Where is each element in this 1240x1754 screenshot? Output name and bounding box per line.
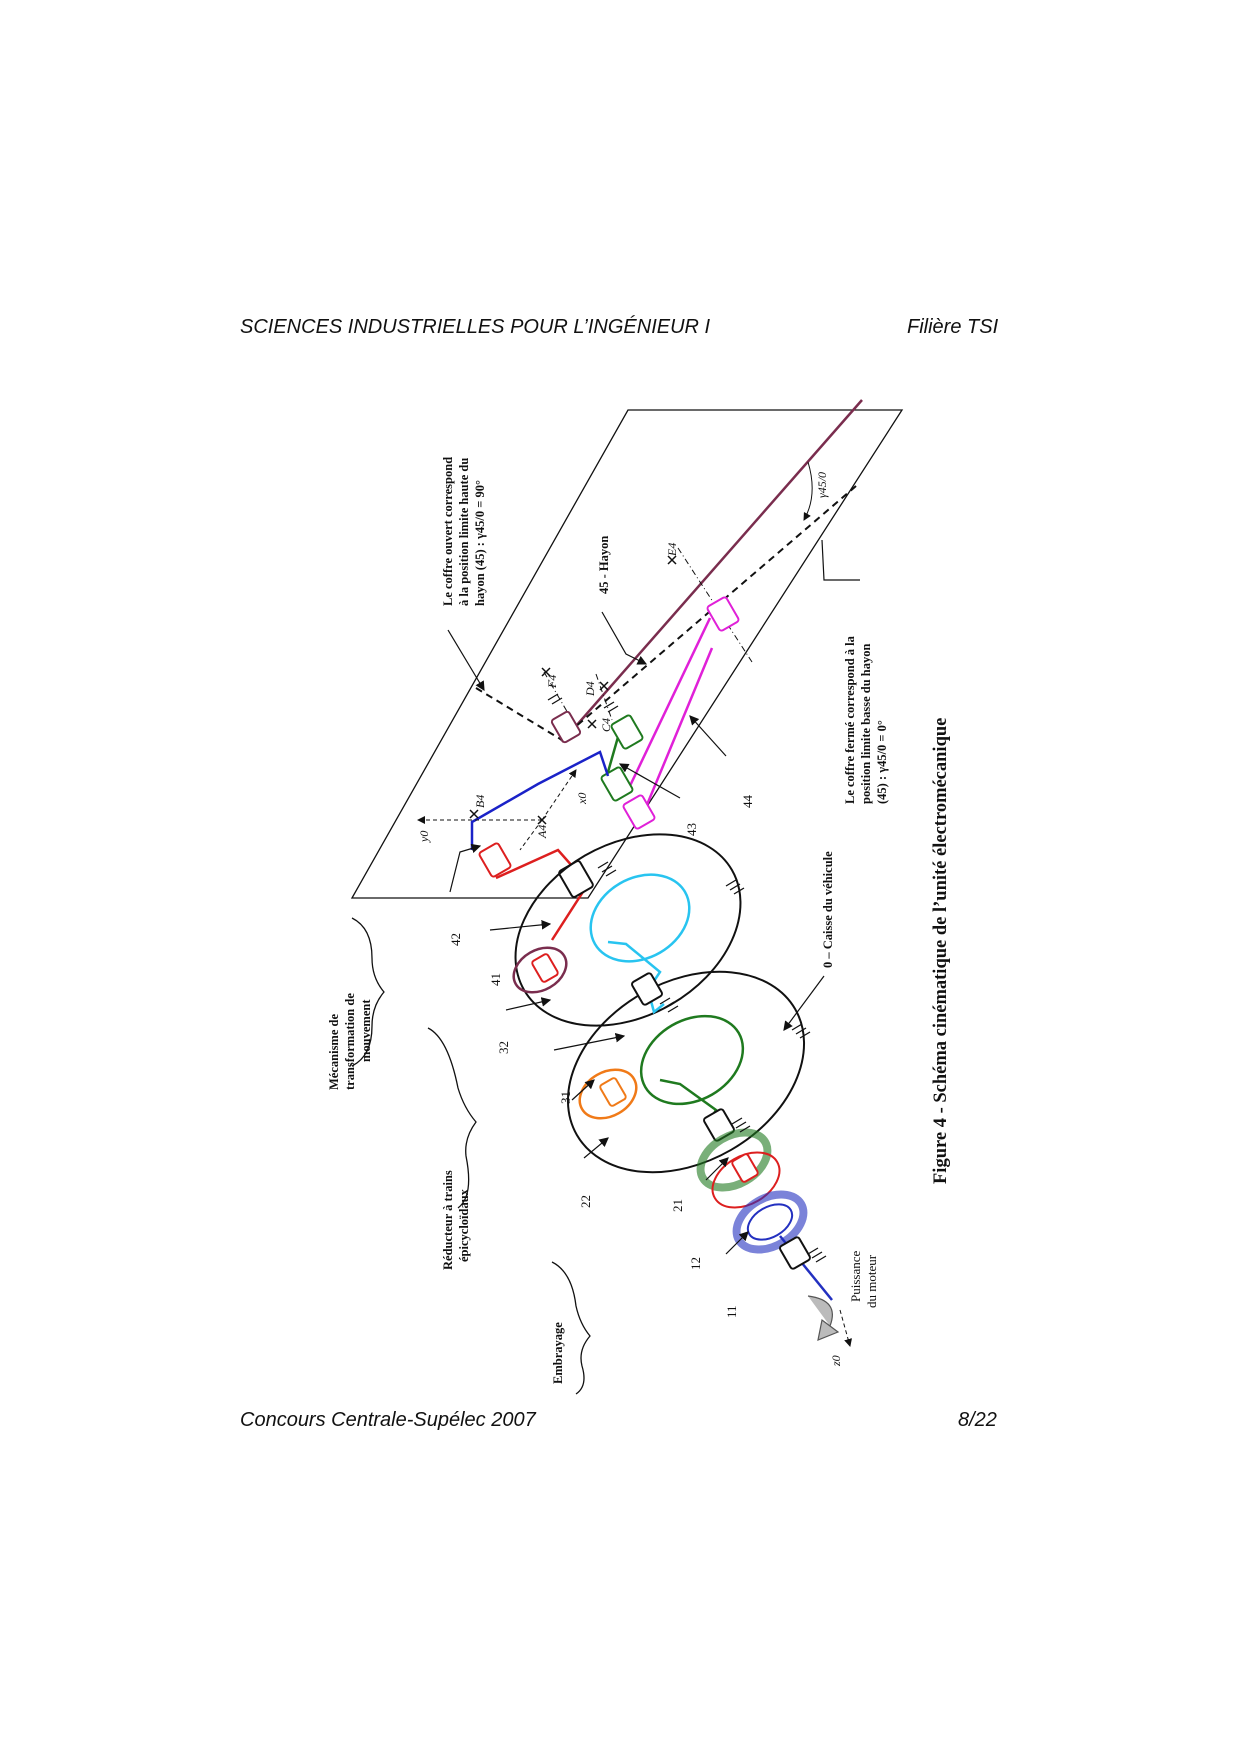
axis-z0: [839, 1309, 852, 1347]
hayon-line-45: [561, 399, 863, 743]
point-f4: F4: [545, 675, 559, 689]
group-transformation-line1: Mécanisme de: [327, 1014, 341, 1090]
group-transformation-line3: mouvement: [359, 999, 373, 1062]
closed-position-line: [559, 485, 857, 741]
pivot-42: [478, 842, 512, 878]
closed-note-line1: Le coffre fermé correspond à la: [843, 635, 857, 804]
open-position-line: [475, 687, 563, 741]
open-note-line2: à la position limite haute du: [457, 458, 471, 606]
pivot-45: [550, 710, 582, 744]
group-reducteur-line1: Réducteur à trains: [441, 1170, 455, 1270]
part-32: 32: [496, 1041, 511, 1054]
planet-21-pivot: [731, 1153, 759, 1183]
pivot-shaft-34: [631, 972, 663, 1006]
part-31: 31: [558, 1091, 573, 1104]
axis-x0-ext: [519, 819, 543, 851]
power-arrow: [807, 1295, 840, 1341]
closed-note-line2: position limite basse du hayon: [859, 643, 873, 804]
train-3-body: [566, 970, 806, 1174]
open-note-line1: Le coffre ouvert correspond: [441, 457, 455, 606]
point-c4: C4: [599, 718, 613, 732]
footer-page-number: 8/22: [958, 1409, 997, 1431]
group-transformation-line2: transformation de: [343, 993, 357, 1090]
ring-11: [746, 1203, 794, 1241]
group-embrayage: Embrayage: [551, 1322, 565, 1384]
pivot-44-top: [706, 596, 740, 632]
group-braces: [351, 917, 591, 1395]
motor-pivot: [779, 1236, 811, 1270]
planet-41: [512, 946, 568, 994]
leader-lines: [447, 539, 860, 1255]
angle-arc: [803, 461, 813, 521]
pivot-43-top: [610, 714, 644, 750]
f4-axis: [543, 671, 573, 721]
pivot-44-bottom: [622, 794, 656, 830]
point-e4: E4: [665, 543, 679, 557]
closed-note-line3: (45) : γ45/0 = 0°: [875, 720, 889, 804]
ground-symbols: [547, 693, 827, 1263]
link-44: [631, 647, 714, 820]
part-41: 41: [488, 973, 503, 986]
pivot-43-bottom: [600, 766, 634, 802]
part-44: 44: [740, 795, 755, 809]
part-12: 12: [688, 1257, 703, 1270]
figure-caption: Figure 4 - Schéma cinématique de l’unité…: [931, 718, 951, 1184]
part-21: 21: [670, 1199, 685, 1212]
hayon-plane: [350, 409, 904, 899]
axis-x0: [541, 769, 577, 821]
part-43: 43: [684, 823, 699, 836]
axis-z0-label: z0: [829, 1355, 843, 1367]
header-filiere: Filière TSI: [907, 316, 999, 338]
hayon-label: 45 - Hayon: [597, 536, 611, 594]
part-42: 42: [448, 933, 463, 946]
planet-31-pivot: [599, 1077, 627, 1107]
link-44-top: [626, 617, 712, 791]
link-42: [470, 750, 610, 850]
footer-contest: Concours Centrale-Supélec 2007: [240, 1409, 536, 1431]
part-11: 11: [724, 1305, 739, 1318]
point-markers: [469, 555, 677, 825]
pivot-41-ground: [558, 860, 594, 898]
sun-42: [589, 873, 691, 963]
d4-axis: [595, 673, 613, 721]
planet-31: [578, 1068, 638, 1120]
point-b4: B4: [473, 795, 487, 808]
part-22: 22: [578, 1195, 593, 1208]
group-reducteur-line2: épicycloïdaux: [457, 1188, 471, 1262]
power-label-line2: du moteur: [864, 1254, 879, 1308]
axis-y0-label: y0: [417, 831, 431, 843]
sun-32: [639, 1014, 745, 1106]
axis-x0-label: x0: [575, 793, 589, 805]
planet-41-pivot: [531, 953, 559, 983]
power-label-line1: Puissance: [848, 1251, 863, 1303]
angle-label: γ45/0: [815, 472, 829, 498]
point-a4: A4: [535, 825, 549, 839]
header-title: SCIENCES INDUSTRIELLES POUR L’INGÉNIEUR …: [240, 316, 711, 338]
open-note-line3: hayon (45) : γ45/0 = 90°: [473, 480, 487, 606]
point-d4: D4: [583, 681, 597, 697]
caisse-label: 0 – Caisse du véhicule: [821, 851, 835, 968]
